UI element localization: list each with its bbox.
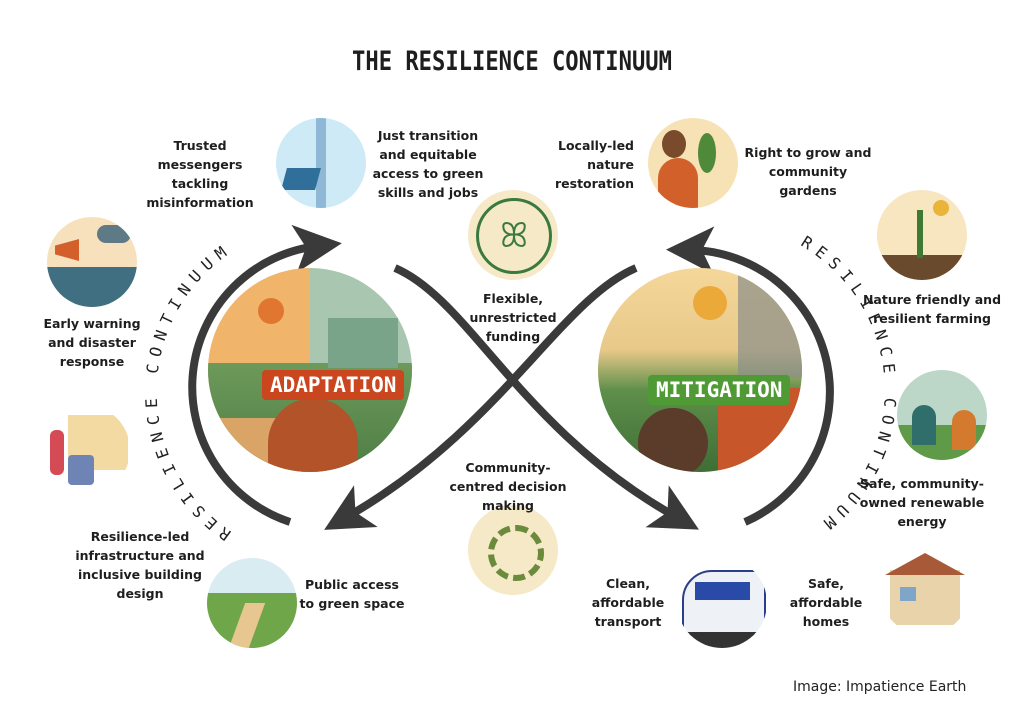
- green-space-icon: [207, 558, 297, 648]
- affordable-homes-icon: [880, 545, 970, 635]
- image-credit: Image: Impatience Earth: [793, 679, 967, 695]
- page-title: THE RESILIENCE CONTINUUM: [352, 46, 672, 77]
- renewable-energy-icon: [897, 370, 987, 460]
- loop-arrow-cross-up: [324, 264, 638, 530]
- transport-icon: [677, 558, 767, 648]
- loop-arrow-right: [666, 226, 834, 526]
- community-decision-icon: [468, 505, 558, 595]
- nature-restoration-icon: [648, 118, 738, 208]
- adaptation-label: ADAPTATION: [262, 370, 405, 400]
- mitigation-illustration: [598, 268, 802, 472]
- early-warning-icon: [47, 217, 137, 307]
- clean-energy-jobs-icon: [276, 118, 366, 208]
- inclusive-building-icon: [40, 405, 130, 495]
- loop-arrow-left: [188, 224, 342, 526]
- flexible-funding-icon: ꕤ: [468, 190, 558, 280]
- loop-arrow-cross-down: [393, 264, 699, 530]
- mitigation-label: MITIGATION: [648, 375, 791, 405]
- farming-icon: [877, 190, 967, 280]
